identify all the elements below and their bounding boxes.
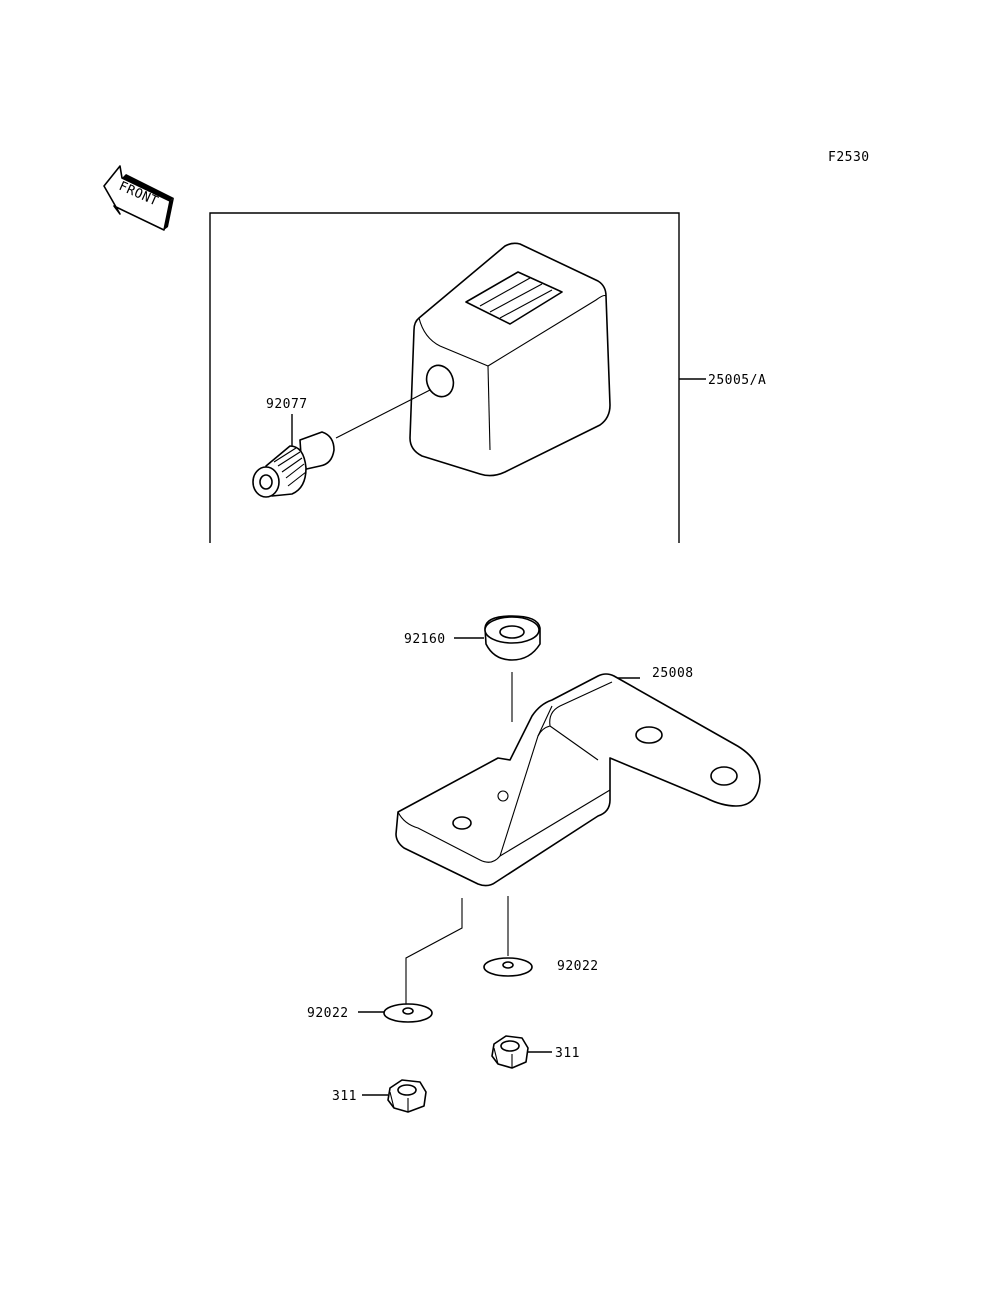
meter-assembly-frame [209, 212, 706, 543]
label-nut-left: 311 [332, 1089, 357, 1104]
mounting-bracket [395, 673, 761, 887]
figure-code: F2530 [828, 150, 870, 165]
label-fitting: 92077 [266, 397, 308, 412]
nut-left [362, 1079, 427, 1113]
label-washer-left: 92022 [307, 1006, 349, 1021]
meter-housing [409, 242, 611, 477]
label-washer-right: 92022 [557, 959, 599, 974]
grommet [454, 615, 541, 722]
washer-left [358, 1003, 433, 1023]
nut-right [491, 1035, 552, 1069]
label-grommet: 92160 [404, 632, 446, 647]
label-meter-assembly: 25005/A [708, 373, 766, 388]
front-arrow-icon: FRONT [103, 165, 174, 231]
washer-right [483, 957, 533, 977]
label-bracket: 25008 [652, 666, 694, 681]
cable-fitting [252, 389, 431, 498]
label-nut-right: 311 [555, 1046, 580, 1061]
